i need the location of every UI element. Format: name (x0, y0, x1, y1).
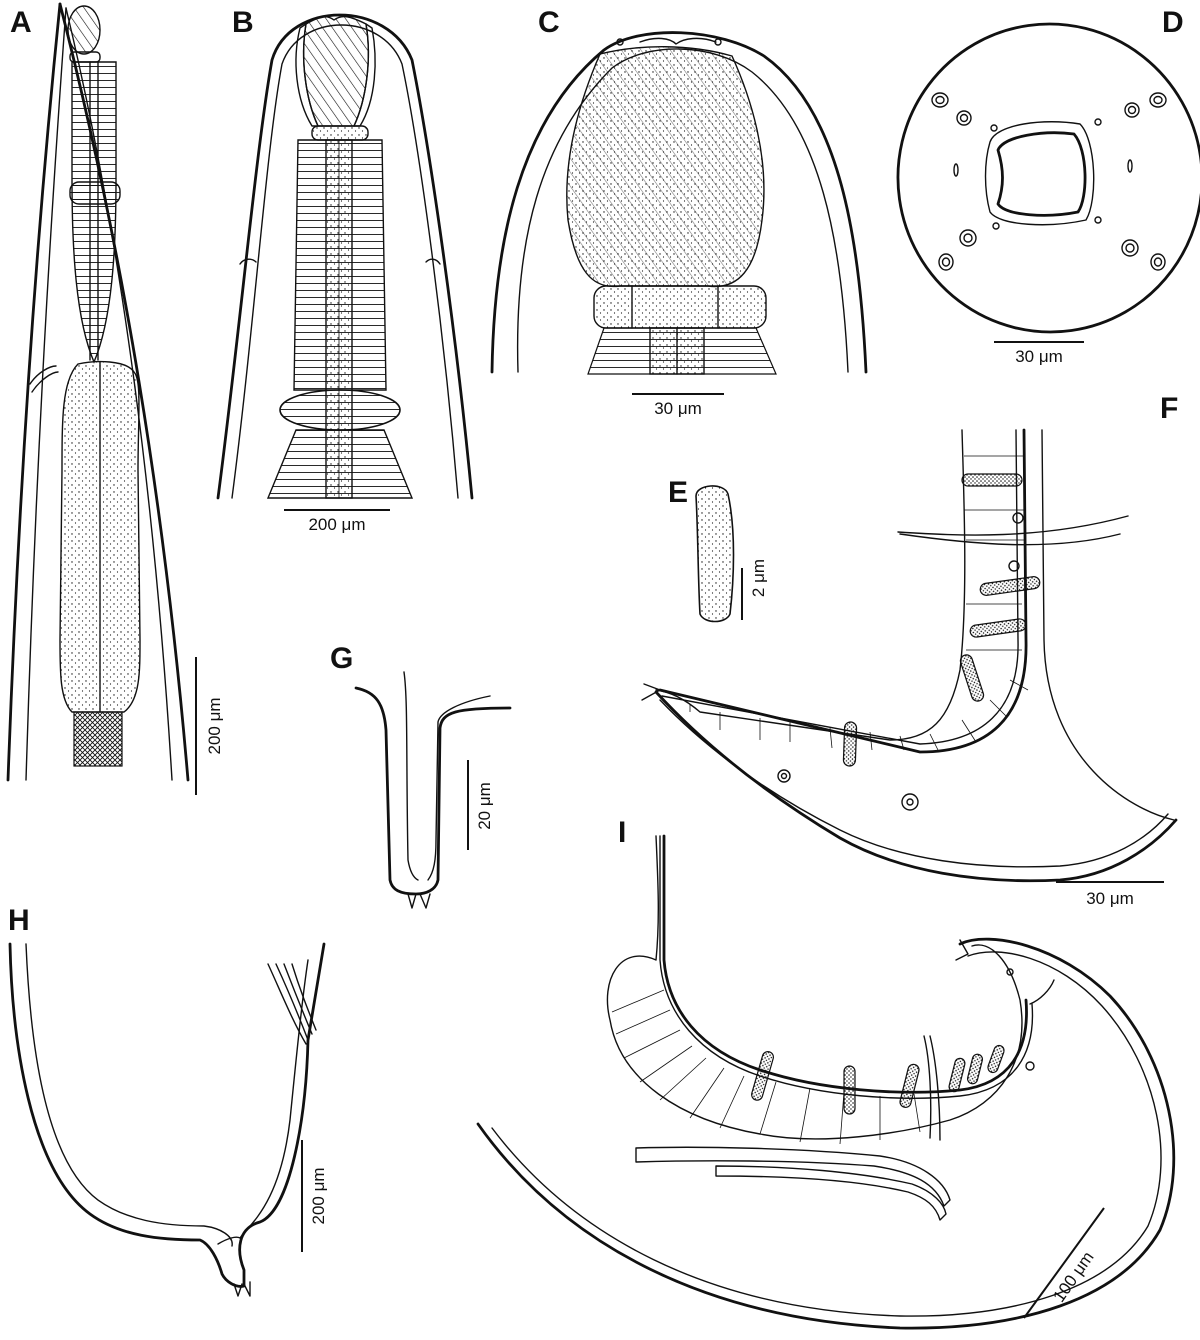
panel-label-f: F (1160, 392, 1178, 425)
scale-label-h: 200 μm (309, 1167, 328, 1224)
panel-label-b: B (232, 6, 254, 39)
panel-f (641, 428, 1178, 883)
scale-label-f: 30 μm (1086, 889, 1134, 908)
panel-label-c: C (538, 6, 560, 39)
scale-label-b: 200 μm (308, 515, 365, 534)
panel-label-d: D (1162, 6, 1184, 39)
scale-bar-i (1023, 1207, 1105, 1319)
panel-c (490, 31, 868, 375)
panel-label-a: A (10, 6, 32, 39)
panel-g (354, 671, 512, 909)
panel-a (6, 2, 190, 782)
panel-label-i: I (618, 816, 626, 849)
panel-label-h: H (8, 904, 30, 937)
panel-e (695, 485, 735, 623)
panel-label-g: G (330, 642, 353, 675)
panel-h (8, 942, 326, 1297)
scale-label-e: 2 μm (749, 559, 768, 597)
panel-b (216, 13, 474, 500)
scale-label-c: 30 μm (654, 399, 702, 418)
scale-label-d: 30 μm (1015, 347, 1063, 366)
panel-label-e: E (668, 476, 688, 509)
panel-i (476, 834, 1176, 1330)
scale-label-g: 20 μm (475, 782, 494, 830)
scale-label-i: 100 μm (1049, 1248, 1097, 1306)
panel-d (896, 22, 1200, 334)
scale-label-a: 200 μm (205, 697, 224, 754)
